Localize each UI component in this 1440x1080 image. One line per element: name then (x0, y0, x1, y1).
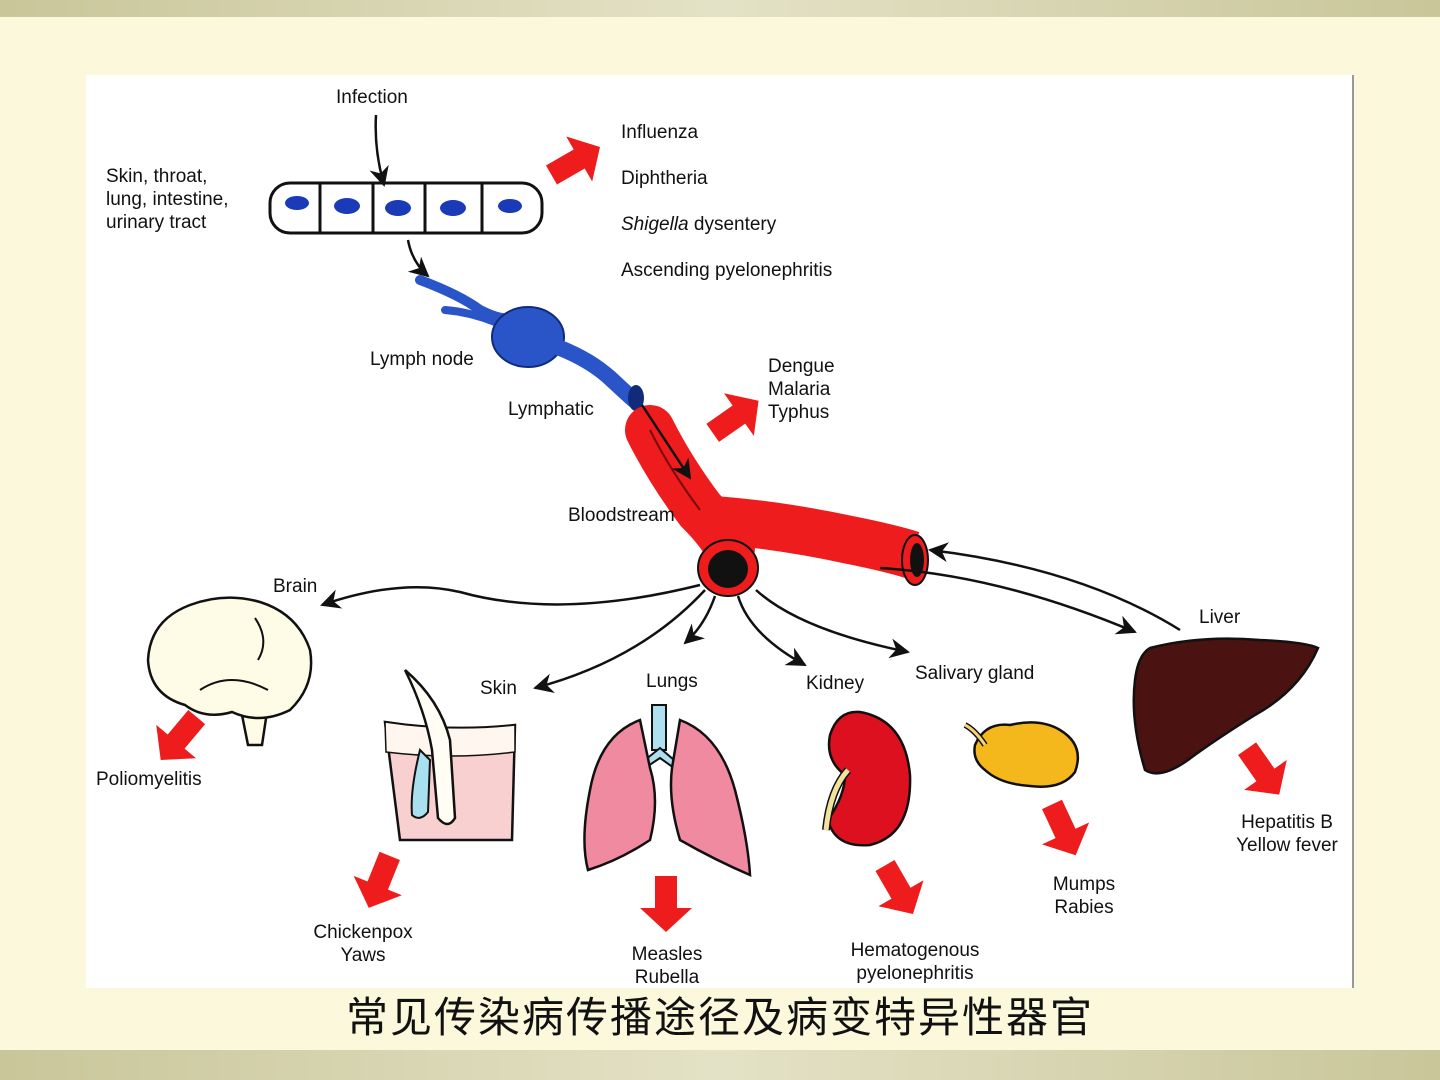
bloodstream-label: Bloodstream (568, 505, 675, 526)
infection-label: Infection (336, 87, 408, 108)
kidney-disease-arrow (862, 852, 936, 927)
lymphatic-label: Lymphatic (508, 399, 594, 420)
shigella-italic: Shigella (621, 214, 689, 235)
slide-caption: 常见传染病传播途径及病变特异性器官 (345, 993, 1094, 1042)
skin-illustration (383, 669, 517, 842)
salivary-gland-label: Salivary gland (915, 663, 1035, 684)
salivary-diseases-label: Mumps Rabies (1052, 874, 1116, 918)
brain-label: Brain (273, 576, 318, 597)
lungs-illustration (583, 704, 752, 877)
salivary-gland-illustration (963, 721, 1080, 788)
skin-label: Skin (480, 678, 517, 699)
to-lymph-arrow (406, 239, 430, 278)
liver-disease-arrow (1225, 733, 1301, 810)
infection-arrow (369, 114, 389, 187)
epithelium-cells (268, 181, 544, 235)
blood-diseases-label: Dengue Malaria Typhus (768, 356, 835, 423)
top-band (0, 0, 1440, 17)
kidney-illustration (822, 710, 912, 847)
blood-disease-arrow (697, 379, 774, 455)
kidney-label: Kidney (806, 673, 865, 694)
local-diseases-label: Influenza Diphtheria Shigella dysentery … (621, 98, 832, 305)
disease-shigella: Shigella dysentery (621, 213, 832, 236)
liver-diseases-label: Hepatitis B Yellow fever (1236, 812, 1338, 856)
local-disease-arrow (538, 124, 613, 198)
lymph-node-label: Lymph node (370, 349, 474, 370)
bottom-band (0, 1050, 1440, 1080)
skin-disease-arrow (344, 846, 414, 918)
to-blood-arrow (640, 404, 692, 480)
skin-diseases-label: Chickenpox Yaws (313, 922, 413, 966)
salivary-disease-arrow (1028, 793, 1100, 867)
dysentery-text: dysentery (688, 214, 777, 235)
entry-sites-label: Skin, throat, lung, intestine, urinary t… (106, 166, 229, 233)
liver-illustration (1132, 637, 1320, 775)
distribution-arrows (320, 542, 1181, 694)
lymphatic-vessel (415, 275, 644, 411)
lungs-disease-arrow (640, 876, 692, 932)
disease-ascending-pyelonephritis: Ascending pyelonephritis (621, 260, 833, 281)
brain-disease-label: Poliomyelitis (96, 769, 202, 790)
disease-diphtheria: Diphtheria (621, 168, 708, 189)
lungs-label: Lungs (646, 671, 698, 692)
brain-illustration (146, 596, 313, 747)
disease-influenza: Influenza (621, 122, 699, 143)
bloodstream-vessel (625, 405, 929, 597)
liver-label: Liver (1199, 607, 1241, 628)
lungs-diseases-label: Measles Rubella (631, 944, 703, 988)
kidney-diseases-label: Hematogenous pyelonephritis (850, 940, 980, 984)
